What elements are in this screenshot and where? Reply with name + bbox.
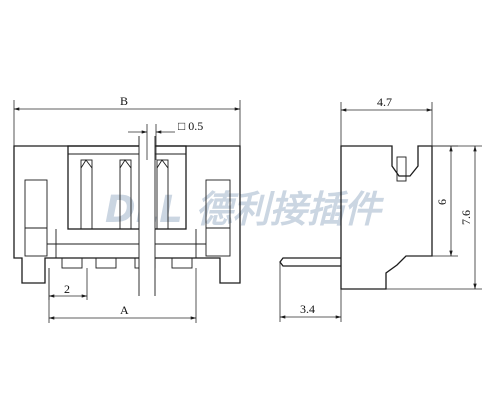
- right-latch: [205, 179, 231, 257]
- dimension-b-label: B: [120, 94, 128, 108]
- dimension-pin-size: □ 0.5: [128, 119, 203, 160]
- pin-offset-label: 3.4: [300, 302, 315, 316]
- side-pin: [279, 257, 341, 267]
- side-latch-slot: [396, 156, 407, 182]
- front-housing-outline: [13, 145, 241, 284]
- dimension-pitch: 2: [48, 268, 88, 300]
- dimension-pin-offset: 3.4: [279, 262, 342, 322]
- dimension-depth: 4.7: [340, 95, 433, 146]
- pin-foot-2: [95, 257, 117, 269]
- pitch-label: 2: [64, 282, 70, 296]
- pin-size-label: □ 0.5: [178, 119, 203, 133]
- front-view: [13, 136, 241, 296]
- dimension-a: A: [48, 268, 197, 323]
- dimension-b: B: [13, 94, 241, 146]
- pin-1: [80, 159, 93, 230]
- break-lines: [138, 136, 156, 296]
- body-height-label: 6: [435, 199, 449, 205]
- break-gap: [139, 136, 155, 296]
- dimension-a-label: A: [120, 303, 129, 317]
- dimension-total-height: 7.6: [386, 145, 482, 290]
- pin-foot-4: [171, 257, 193, 269]
- left-latch: [24, 179, 48, 257]
- depth-label: 4.7: [377, 95, 392, 109]
- pin-foot-1: [61, 257, 83, 269]
- total-height-label: 7.6: [459, 210, 473, 225]
